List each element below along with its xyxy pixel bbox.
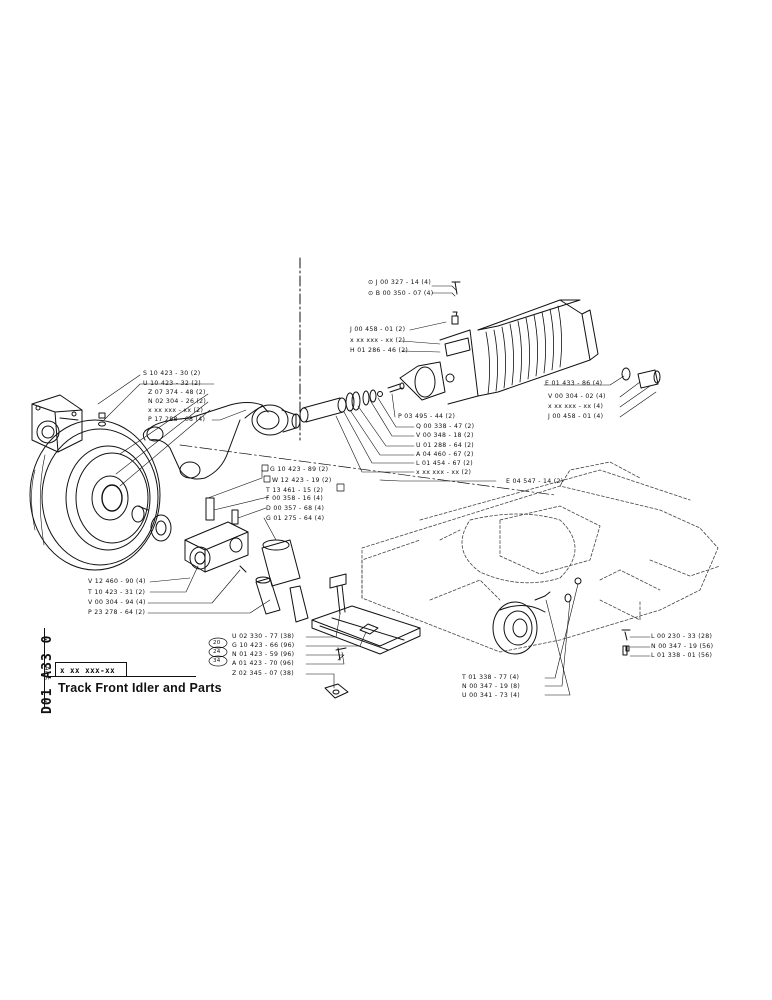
callout-label: V 00 348 - 18 (2): [416, 432, 474, 439]
title-block-divider: [44, 628, 45, 708]
end-fittings: [621, 367, 661, 389]
callout-label: V 12 460 - 90 (4): [88, 578, 146, 585]
callout-label: E 01 433 - 86 (4): [545, 380, 603, 387]
callout-label: ⊙ J 00 327 - 14 (4): [368, 279, 432, 286]
assembly-axis-line: [179, 444, 556, 496]
callout-label: A 04 460 - 67 (2): [416, 451, 474, 458]
track-shoe: [311, 605, 421, 655]
callout-label: P 17 288 - 08 (4): [148, 416, 206, 423]
callout-label: x xx xxx - xx (2): [148, 407, 204, 414]
callout-label: x xx xxx - xx (2): [350, 337, 406, 344]
callout-label: U 10 423 - 32 (2): [143, 380, 202, 387]
callout-label: N 00 347 - 19 (56): [651, 643, 714, 650]
callout-label: x xx xxx - xx (2): [416, 469, 472, 476]
callout-label: F 00 358 - 16 (4): [266, 495, 324, 502]
callout-label: W 12 423 - 19 (2): [272, 477, 332, 484]
part-number: x xx xxx-xx: [60, 666, 116, 675]
callout-label: Q 00 338 - 47 (2): [416, 423, 475, 430]
callout-label: U 02 330 - 77 (38): [232, 633, 295, 640]
callout-label: H 01 286 - 46 (2): [350, 347, 409, 354]
hub-bushing: [131, 505, 172, 542]
callout-label: A 01 423 - 70 (96): [232, 660, 294, 667]
callout-label: D 00 357 - 68 (4): [266, 505, 325, 512]
callout-label: Z 07 374 - 48 (2): [148, 389, 206, 396]
callout-label: P 03 495 - 44 (2): [398, 413, 456, 420]
callout-label: Z 02 345 - 07 (38): [232, 670, 294, 677]
piston-rod: [299, 397, 347, 423]
shoe-nut: [324, 647, 349, 699]
link-marker: 34: [213, 658, 221, 664]
callout-label: G 10 423 - 89 (2): [270, 466, 329, 473]
reference-flags: [261, 464, 345, 492]
page-title: Track Front Idler and Parts: [58, 681, 222, 695]
callout-label: U 01 288 - 64 (2): [416, 442, 475, 449]
front-idler-wheel: [29, 419, 161, 571]
tension-arm: [142, 402, 301, 480]
leader-lines: [97, 285, 657, 696]
marker-circles: [208, 637, 228, 667]
callout-label: L 01 338 - 01 (56): [651, 652, 713, 659]
callout-label: T 01 338 - 77 (4): [462, 674, 520, 681]
callout-label: L 00 230 - 33 (28): [651, 633, 713, 640]
callout-label: S 10 423 - 30 (2): [143, 370, 201, 377]
link-marker: 24: [213, 649, 221, 655]
callout-label: N 00 347 - 19 (8): [462, 683, 521, 690]
sheet-code: D01 A33 0: [16, 628, 55, 718]
bearing-block: [31, 394, 83, 453]
seal-rings: [345, 389, 383, 412]
guide-pins: [255, 539, 309, 623]
callout-label: x xx xxx - xx (4): [548, 403, 604, 410]
track-frame: [361, 461, 721, 653]
part-number-box: x xx xxx-xx: [55, 662, 127, 677]
title-rule: [46, 676, 196, 677]
callout-label: T 10 423 - 31 (2): [88, 589, 146, 596]
callout-label: U 00 341 - 73 (4): [462, 692, 521, 699]
callout-label: G 10 423 - 66 (96): [232, 642, 295, 649]
small-pins: [621, 629, 631, 656]
clevis-bracket: [184, 497, 249, 573]
callout-label: P 23 278 - 64 (2): [88, 609, 146, 616]
callout-label: G 01 275 - 64 (4): [266, 515, 325, 522]
frame-idler: [492, 601, 546, 655]
callout-label: L 01 454 - 67 (2): [416, 460, 473, 467]
link-marker: 20: [213, 640, 221, 646]
top-bolt: [451, 281, 461, 295]
callout-label: ⊙ B 00 350 - 07 (4): [368, 290, 434, 297]
bolt-washer: [98, 412, 106, 427]
callout-label: E 04 547 - 14 (2): [506, 478, 564, 485]
callout-label: N 02 304 - 26 (2): [148, 398, 207, 405]
callout-label: T 13 461 - 15 (2): [266, 487, 324, 494]
adjust-bolt: [387, 382, 405, 393]
shoe-bolt: [329, 573, 347, 615]
revision-label: 5-76: [44, 666, 51, 680]
callout-label: N 01 423 - 59 (96): [232, 651, 295, 658]
callout-label: V 00 304 - 94 (4): [88, 599, 146, 606]
callout-label: V 00 304 - 02 (4): [548, 393, 606, 400]
frame-screws: [534, 577, 582, 603]
spring-tensioner: [399, 299, 599, 405]
callout-label: J 00 458 - 01 (4): [548, 413, 604, 420]
callout-label: J 00 458 - 01 (2): [350, 326, 406, 333]
